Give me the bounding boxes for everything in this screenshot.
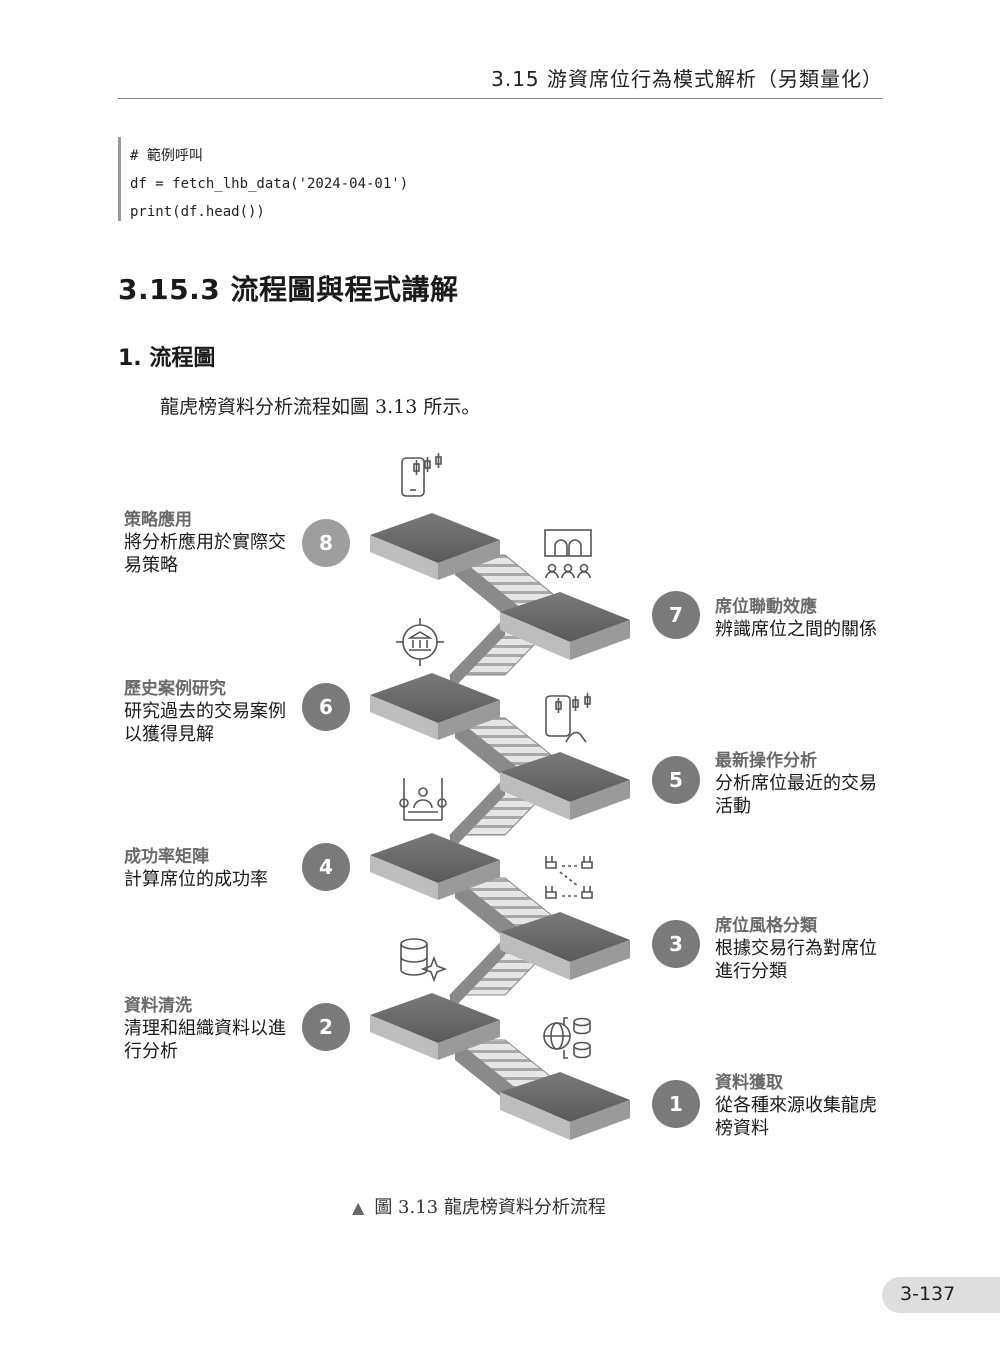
caption-text: 圖 3.13 龍虎榜資料分析流程 bbox=[374, 1197, 606, 1218]
step-3-desc-line1: 根據交易行為對席位 bbox=[715, 938, 877, 959]
step-1-desc-line2: 榜資料 bbox=[715, 1118, 769, 1139]
landing-2 bbox=[370, 993, 500, 1060]
step-3-desc-line2: 進行分類 bbox=[715, 961, 787, 982]
step-1-desc-line1: 從各種來源收集龍虎 bbox=[715, 1095, 877, 1116]
step-5-number: 5 bbox=[669, 768, 683, 792]
step-4-desc: 計算席位的成功率 bbox=[124, 868, 268, 891]
step-8-desc: 將分析應用於實際交 易策略 bbox=[124, 531, 286, 577]
balance-person-icon bbox=[399, 778, 447, 821]
step-6-desc-line2: 以獲得見解 bbox=[124, 724, 214, 745]
step-8-desc-line1: 將分析應用於實際交 bbox=[124, 532, 286, 553]
database-sparkle-icon bbox=[400, 938, 448, 983]
step-8-desc-line2: 易策略 bbox=[124, 555, 178, 576]
landing-7 bbox=[500, 592, 630, 660]
step-5-desc: 分析席位最近的交易 活動 bbox=[715, 772, 877, 818]
step-8-title: 策略應用 bbox=[124, 510, 192, 530]
subsection-heading: 1. 流程圖 bbox=[118, 346, 216, 371]
step-5-desc-line2: 活動 bbox=[715, 796, 751, 817]
landing-6 bbox=[370, 673, 500, 740]
step-2-desc-line1: 清理和組織資料以進 bbox=[124, 1018, 286, 1039]
staircase-flow-diagram: 1 2 3 4 5 6 7 8 bbox=[302, 453, 700, 1140]
step-3-desc: 根據交易行為對席位 進行分類 bbox=[715, 937, 877, 983]
step-8-number: 8 bbox=[319, 531, 333, 555]
code-line: df = fetch_lhb_data('2024-04-01') bbox=[130, 176, 409, 192]
intro-paragraph: 龍虎榜資料分析流程如圖 3.13 所示。 bbox=[160, 396, 481, 418]
landing-8 bbox=[370, 513, 500, 580]
globe-database-icon bbox=[543, 1017, 591, 1059]
code-line: # 範例呼叫 bbox=[130, 148, 203, 164]
phone-candles-icon bbox=[401, 453, 442, 497]
caption-triangle-icon: ▲ bbox=[352, 1198, 365, 1217]
step-2-title: 資料清洗 bbox=[124, 996, 192, 1016]
step-number-circles: 1 2 3 4 5 6 7 8 bbox=[302, 519, 700, 1128]
page-number: 3-137 bbox=[900, 1283, 956, 1305]
step-3-number: 3 bbox=[669, 932, 683, 956]
landing-1 bbox=[500, 1072, 630, 1140]
code-block: # 範例呼叫 df = fetch_lhb_data('2024-04-01')… bbox=[118, 137, 630, 221]
running-header: 3.15 游資席位行為模式解析（另類量化） bbox=[118, 62, 883, 99]
figure-caption: ▲ 圖 3.13 龍虎榜資料分析流程 bbox=[352, 1193, 606, 1219]
bank-target-icon bbox=[396, 618, 444, 666]
step-7-title: 席位聯動效應 bbox=[715, 597, 817, 617]
landing-5 bbox=[500, 752, 630, 820]
step-1-title: 資料獲取 bbox=[715, 1073, 783, 1093]
step-6-desc: 研究過去的交易案例 以獲得見解 bbox=[124, 700, 286, 746]
step-6-number: 6 bbox=[319, 695, 333, 719]
step-3-title: 席位風格分類 bbox=[715, 916, 817, 936]
page-number-tab: 3-137 bbox=[882, 1277, 1000, 1313]
group-network-icon bbox=[544, 529, 592, 579]
step-6-desc-line1: 研究過去的交易案例 bbox=[124, 701, 286, 722]
code-line: print(df.head()) bbox=[130, 204, 265, 220]
step-2-desc-line2: 行分析 bbox=[124, 1041, 178, 1062]
step-7-desc-line1: 辨識席位之間的關係 bbox=[715, 619, 877, 640]
landing-4 bbox=[370, 833, 500, 900]
sort-nodes-icon bbox=[545, 856, 593, 899]
step-7-number: 7 bbox=[669, 603, 683, 627]
step-4-number: 4 bbox=[319, 855, 333, 879]
step-7-desc: 辨識席位之間的關係 bbox=[715, 618, 877, 641]
section-heading: 3.15.3 流程圖與程式講解 bbox=[118, 273, 459, 306]
landing-3 bbox=[500, 912, 630, 980]
step-6-title: 歷史案例研究 bbox=[124, 679, 226, 699]
step-4-title: 成功率矩陣 bbox=[124, 847, 209, 867]
phone-chart-hand-icon bbox=[545, 693, 591, 743]
step-1-number: 1 bbox=[669, 1092, 683, 1116]
step-5-title: 最新操作分析 bbox=[715, 751, 817, 771]
step-2-desc: 清理和組織資料以進 行分析 bbox=[124, 1017, 286, 1063]
running-header-title: 3.15 游資席位行為模式解析（另類量化） bbox=[491, 67, 883, 91]
step-2-number: 2 bbox=[319, 1015, 333, 1039]
step-5-desc-line1: 分析席位最近的交易 bbox=[715, 773, 877, 794]
step-1-desc: 從各種來源收集龍虎 榜資料 bbox=[715, 1094, 877, 1140]
stair-flights bbox=[448, 554, 572, 1112]
step-4-desc-line1: 計算席位的成功率 bbox=[124, 869, 268, 890]
